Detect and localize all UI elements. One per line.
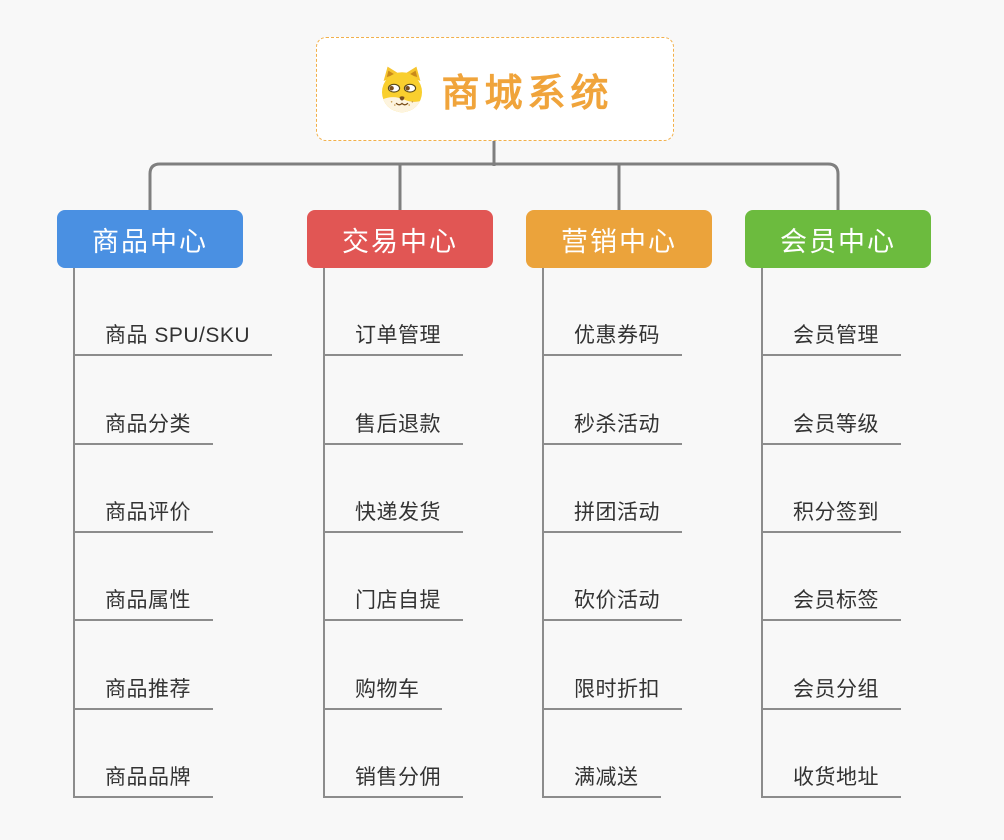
root-node[interactable]: 商城系统	[316, 37, 674, 141]
leaf-node[interactable]: 秒杀活动	[544, 408, 682, 445]
leaf-node[interactable]: 门店自提	[325, 584, 463, 622]
leaf-node[interactable]: 砍价活动	[544, 584, 682, 622]
leaf-node[interactable]: 销售分佣	[325, 761, 463, 798]
leaf-node[interactable]: 商品品牌	[75, 761, 213, 798]
leaf-node[interactable]: 商品 SPU/SKU	[75, 319, 273, 357]
branch-node-product-center[interactable]: 商品中心	[57, 210, 243, 268]
branch-children-member-center: 会员管理 会员等级 积分签到 会员标签 会员分组 收货地址	[761, 268, 901, 798]
branch-label: 交易中心	[342, 226, 458, 257]
branch-label: 营销中心	[561, 226, 677, 257]
leaf-node[interactable]: 商品分类	[75, 408, 213, 445]
shiba-dog-icon	[382, 66, 423, 113]
branch-label: 会员中心	[780, 226, 896, 257]
leaf-node[interactable]: 会员管理	[763, 319, 901, 357]
branch-children-marketing-center: 优惠券码 秒杀活动 拼团活动 砍价活动 限时折扣 满减送	[542, 268, 682, 798]
branch-children-product-center: 商品 SPU/SKU 商品分类 商品评价 商品属性 商品推荐 商品品牌	[73, 268, 273, 798]
leaf-node[interactable]: 订单管理	[325, 319, 463, 357]
leaf-node[interactable]: 满减送	[544, 761, 661, 798]
branch-node-marketing-center[interactable]: 营销中心	[526, 210, 712, 268]
branch-node-trade-center[interactable]: 交易中心	[307, 210, 493, 268]
rail-line	[148, 162, 840, 210]
leaf-node[interactable]: 会员标签	[763, 584, 901, 622]
leaf-node[interactable]: 优惠券码	[544, 319, 682, 357]
leaf-node[interactable]: 收货地址	[763, 761, 901, 798]
branch-label: 商品中心	[92, 226, 208, 257]
root-title: 商城系统	[441, 72, 614, 115]
leaf-node[interactable]: 会员分组	[763, 673, 901, 710]
leaf-node[interactable]: 售后退款	[325, 408, 463, 445]
leaf-node[interactable]: 拼团活动	[544, 496, 682, 533]
leaf-node[interactable]: 快递发货	[325, 496, 463, 533]
leaf-node[interactable]: 商品评价	[75, 496, 213, 533]
leaf-node[interactable]: 商品属性	[75, 584, 213, 622]
leaf-node[interactable]: 限时折扣	[544, 673, 682, 710]
leaf-node[interactable]: 会员等级	[763, 408, 901, 445]
leaf-node[interactable]: 购物车	[325, 673, 442, 710]
leaf-node[interactable]: 积分签到	[763, 496, 901, 533]
branch-node-member-center[interactable]: 会员中心	[745, 210, 931, 268]
branch-children-trade-center: 订单管理 售后退款 快递发货 门店自提 购物车 销售分佣	[323, 268, 463, 798]
leaf-node[interactable]: 商品推荐	[75, 673, 213, 710]
